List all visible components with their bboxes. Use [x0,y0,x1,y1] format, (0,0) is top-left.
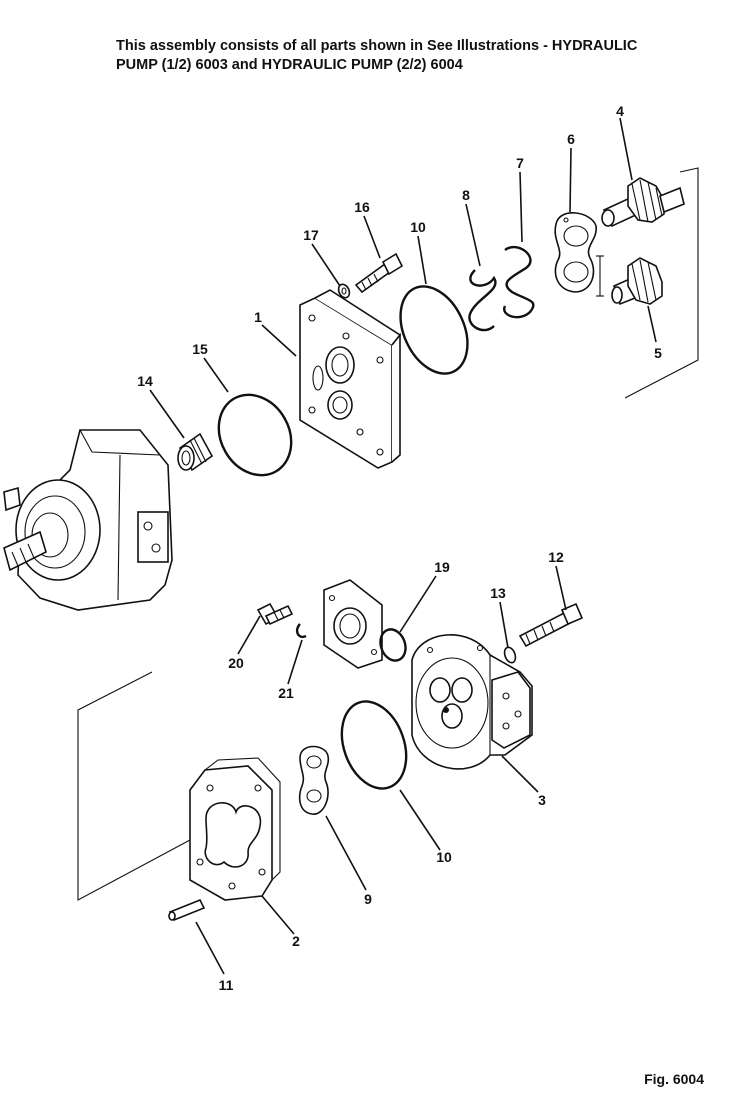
callout-14: 14 [137,373,153,389]
part-10-o-ring-upper [399,285,469,375]
callout-10-lower: 10 [436,849,452,865]
callout-2: 2 [292,933,300,949]
callout-5: 5 [654,345,662,361]
part-11-pin [168,898,206,922]
callout-12: 12 [548,549,564,565]
part-15-o-ring [217,393,293,477]
part-19-o-ring [379,628,407,662]
part-3-housing [411,634,533,770]
callout-6: 6 [567,131,575,147]
upper-group-bracket [596,167,699,399]
callout-4: 4 [616,103,624,119]
pump-body [3,429,173,611]
part-8-seal [468,269,497,332]
callout-16: 16 [354,199,370,215]
lower-group-bracket [77,671,191,901]
figure-label: Fig. 6004 [644,1071,704,1087]
callout-13: 13 [490,585,506,601]
callout-7: 7 [516,155,524,171]
part-2-cover [189,757,281,901]
part-9-wear-plate [298,745,330,815]
callout-8: 8 [462,187,470,203]
leader-lines [149,117,657,975]
assembly-note-line-1: This assembly consists of all parts show… [116,38,638,54]
callout-11: 11 [219,977,234,993]
part-6-wear-plate [554,212,597,293]
callout-17: 17 [303,227,319,243]
part-12-bolt [518,602,584,648]
assembly-note: This assembly consists of all parts show… [116,37,716,75]
part-1-plate [299,289,402,469]
part-21-snap-ring [295,623,307,639]
callout-20: 20 [228,655,244,671]
callout-1: 1 [254,309,262,325]
callout-21: 21 [278,685,294,701]
callout-labels: 4 5 6 7 8 10 16 17 1 15 14 12 13 19 20 2… [137,103,662,993]
part-13-washer [503,646,517,664]
part-18-plate [323,579,383,669]
part-20-plug [256,602,294,626]
part-14-bearing [177,432,214,472]
callout-19: 19 [434,559,450,575]
callout-10-upper: 10 [410,219,426,235]
part-10-o-ring-lower [340,700,408,790]
assembly-note-line-2: PUMP (1/2) 6003 and HYDRAULIC PUMP (2/2)… [116,57,463,73]
callout-9: 9 [364,891,372,907]
part-5-driven-gear [611,257,663,306]
part-7-seal [503,245,535,319]
part-16-bolt [354,252,404,294]
callout-3: 3 [538,792,546,808]
callout-15: 15 [192,341,208,357]
part-4-drive-gear [601,177,685,228]
part-17-washer [337,283,351,299]
